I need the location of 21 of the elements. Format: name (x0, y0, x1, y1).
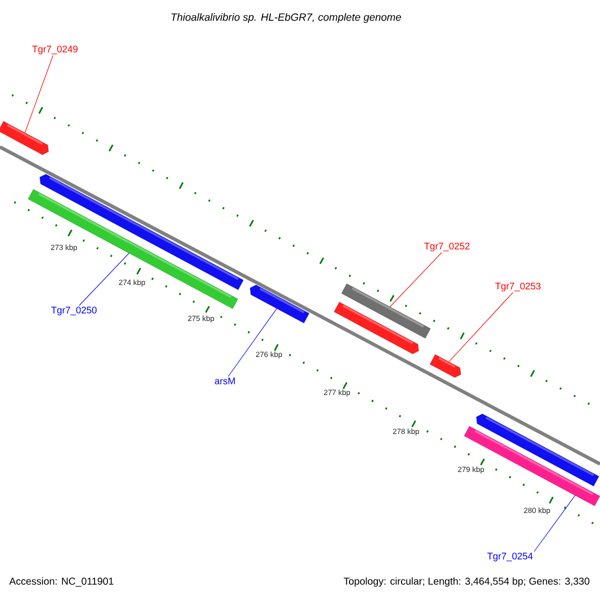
leader-line (78, 252, 130, 306)
gene-label: Tgr7_0249 (32, 46, 78, 54)
gene-bar (250, 284, 310, 324)
leader-line (228, 308, 277, 377)
gene-label: arsM (214, 378, 235, 384)
gene-label: Tgr7_0254 (487, 552, 533, 562)
gene-bar (334, 302, 419, 354)
accession-text: Accession: NC_011901 (9, 577, 114, 587)
gene-bar (430, 354, 461, 378)
gene-bar (341, 284, 431, 338)
leader-line (534, 495, 576, 552)
genome-info-text: Topology: circular; Length: 3,464,554 bp; Genes: 3,330 (344, 577, 590, 587)
gene-label: Tgr7_0250 (51, 306, 97, 316)
gene-bar (0, 121, 49, 155)
leader-line (24, 55, 54, 133)
leader-line (448, 292, 514, 362)
gene-label: Tgr7_0252 (424, 242, 470, 252)
gene-bar (40, 174, 244, 290)
leader-line (390, 252, 442, 308)
gene-label: Tgr7_0253 (495, 282, 541, 292)
title: Thioalkalivibrio sp. HL-EbGR7, complete genome (171, 13, 402, 23)
